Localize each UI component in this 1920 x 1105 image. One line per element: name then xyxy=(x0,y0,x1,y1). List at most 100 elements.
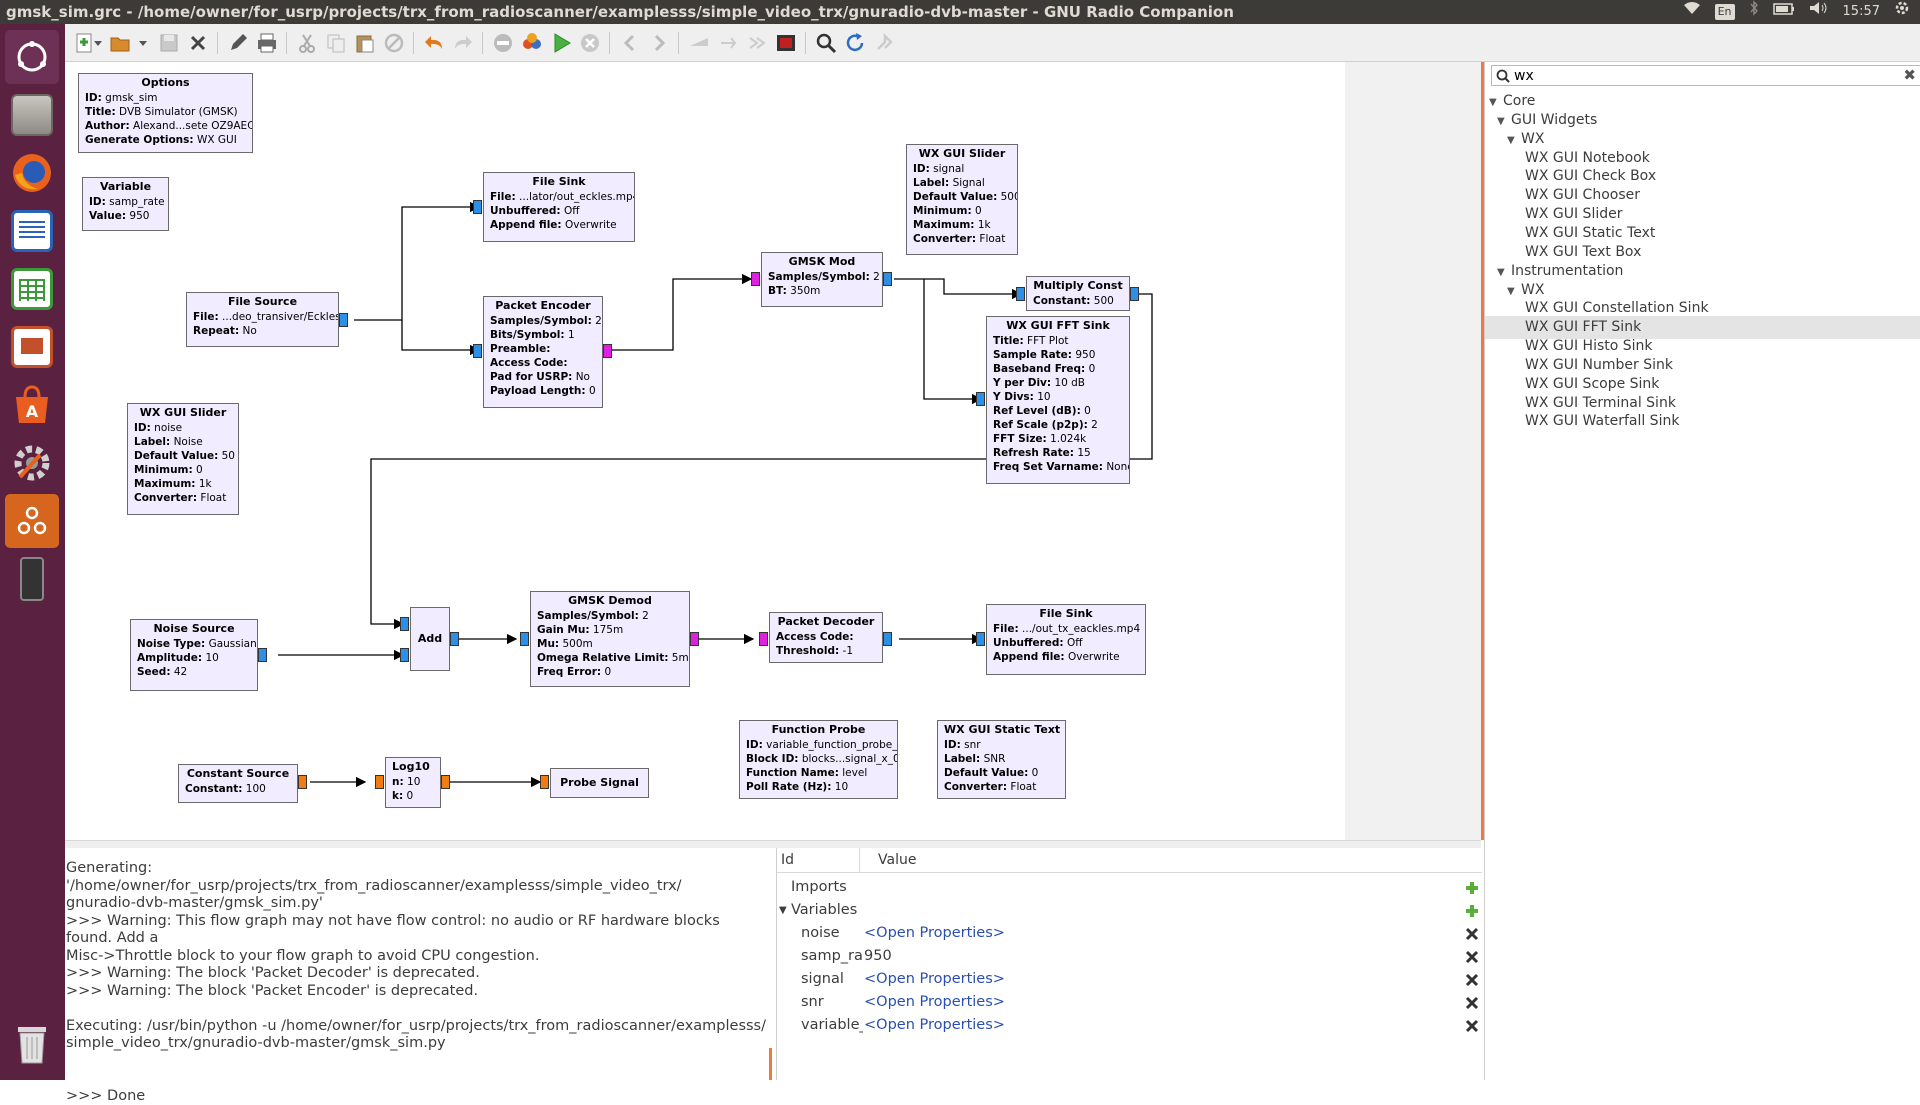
tree-leaf[interactable]: WX GUI Notebook xyxy=(1525,147,1650,170)
expander-icon[interactable]: ▼ xyxy=(1507,134,1515,146)
port-log10-out[interactable] xyxy=(441,775,450,789)
tree-category[interactable]: ▼WX xyxy=(1507,279,1544,302)
add-icon[interactable] xyxy=(1465,903,1479,917)
remove-icon[interactable] xyxy=(1465,972,1479,987)
block-constant-source[interactable]: Constant Source Constant: 100 xyxy=(178,764,298,803)
battery-icon[interactable] xyxy=(1772,0,1795,24)
port-probe-signal-in[interactable] xyxy=(540,775,549,789)
block-multiply-const[interactable]: Multiply Const Constant: 500 xyxy=(1026,276,1130,311)
ubuntu-one-icon[interactable] xyxy=(5,494,59,548)
wifi-icon[interactable] xyxy=(1683,0,1701,24)
block-file-source[interactable]: File Source File: ...deo_transiver/Eckle… xyxy=(186,292,339,347)
open-properties-link[interactable]: <Open Properties> xyxy=(864,994,1005,1010)
trash-icon[interactable] xyxy=(5,1016,59,1070)
rotate-left-icon[interactable] xyxy=(617,30,643,56)
kill-icon[interactable] xyxy=(577,30,603,56)
paste-icon[interactable] xyxy=(352,30,378,56)
open-properties-link[interactable]: <Open Properties> xyxy=(864,1017,1005,1033)
bluetooth-icon[interactable] xyxy=(1749,0,1759,25)
variable-row[interactable]: snr<Open Properties> xyxy=(777,991,1482,1014)
open-properties-link[interactable]: <Open Properties> xyxy=(864,925,1005,941)
block-options[interactable]: Options ID: gmsk_sim Title: DVB Simulato… xyxy=(78,73,253,153)
port-multiply-const-out[interactable] xyxy=(1130,287,1139,301)
remove-icon[interactable] xyxy=(1465,1018,1479,1033)
variable-row[interactable]: samp_rate950 xyxy=(777,945,1482,968)
block-packet-decoder[interactable]: Packet Decoder Access Code: Threshold: -… xyxy=(769,612,883,663)
files-icon[interactable] xyxy=(5,88,59,142)
tree-leaf[interactable]: WX GUI Constellation Sink xyxy=(1525,297,1709,320)
tree-leaf[interactable]: WX GUI FFT Sink xyxy=(1485,316,1920,340)
add-icon[interactable] xyxy=(1465,880,1479,894)
port-gmsk-demod-out[interactable] xyxy=(690,632,699,646)
bussify-icon[interactable] xyxy=(744,30,770,56)
port-packet-encoder-in[interactable] xyxy=(473,344,482,358)
variable-row[interactable]: variable_fu<Open Properties> xyxy=(777,1014,1482,1037)
port-file-sink-1-in[interactable] xyxy=(473,200,482,214)
port-add-in-0[interactable] xyxy=(400,617,409,631)
pane-splitter-vertical[interactable] xyxy=(1481,62,1484,840)
execute-icon[interactable] xyxy=(548,30,574,56)
close-icon[interactable] xyxy=(185,30,211,56)
writer-icon[interactable] xyxy=(5,204,59,258)
column-value-header[interactable]: Value xyxy=(878,852,917,868)
redo-icon[interactable] xyxy=(450,30,476,56)
port-file-source-out[interactable] xyxy=(339,313,348,327)
bypass-icon[interactable] xyxy=(871,30,897,56)
pane-splitter-horizontal[interactable] xyxy=(65,840,1481,848)
port-packet-decoder-out[interactable] xyxy=(883,632,892,646)
dash-icon[interactable] xyxy=(5,30,59,84)
port-gmsk-demod-in[interactable] xyxy=(520,632,529,646)
port-packet-decoder-in[interactable] xyxy=(759,632,768,646)
tree-leaf[interactable]: WX GUI Static Text xyxy=(1525,222,1655,245)
tree-leaf[interactable]: WX GUI Waterfall Sink xyxy=(1525,410,1679,433)
expander-icon[interactable]: ▼ xyxy=(1489,97,1497,108)
calc-icon[interactable] xyxy=(5,262,59,316)
port-log10-in[interactable] xyxy=(375,775,384,789)
tree-category[interactable]: ▼GUI Widgets xyxy=(1497,109,1597,132)
variable-row[interactable]: Imports xyxy=(777,876,1482,899)
port-packet-encoder-out[interactable] xyxy=(603,344,612,358)
port-add-in-1[interactable] xyxy=(400,648,409,662)
new-dropdown-icon[interactable] xyxy=(92,30,104,56)
volume-icon[interactable] xyxy=(1809,0,1829,24)
console-splitter[interactable] xyxy=(769,1048,772,1080)
save-icon[interactable] xyxy=(156,30,182,56)
block-wx-gui-slider-noise[interactable]: WX GUI Slider ID: noise Label: Noise Def… xyxy=(127,403,239,515)
tree-leaf[interactable]: WX GUI Check Box xyxy=(1525,165,1656,188)
firefox-icon[interactable] xyxy=(5,146,59,200)
block-function-probe[interactable]: Function Probe ID: variable_function_pro… xyxy=(739,720,898,799)
print-icon[interactable] xyxy=(254,30,280,56)
expander-icon[interactable]: ▼ xyxy=(779,905,787,916)
block-probe-signal[interactable]: Probe Signal xyxy=(550,768,649,798)
create-hier-icon[interactable] xyxy=(686,30,712,56)
block-wx-gui-slider-signal[interactable]: WX GUI Slider ID: signal Label: Signal D… xyxy=(906,144,1018,255)
block-noise-source[interactable]: Noise Source Noise Type: Gaussian Amplit… xyxy=(130,619,258,691)
port-fft-sink-in[interactable] xyxy=(976,392,985,406)
variable-row[interactable]: ▼Variables xyxy=(777,899,1482,922)
tree-leaf[interactable]: WX GUI Histo Sink xyxy=(1525,335,1653,358)
properties-icon[interactable] xyxy=(225,30,251,56)
variable-row[interactable]: signal<Open Properties> xyxy=(777,968,1482,991)
block-wx-gui-fft-sink[interactable]: WX GUI FFT Sink Title: FFT Plot Sample R… xyxy=(986,316,1130,484)
copy-icon[interactable] xyxy=(323,30,349,56)
remove-icon[interactable] xyxy=(1465,926,1479,941)
disable-icon[interactable] xyxy=(490,30,516,56)
block-gmsk-mod[interactable]: GMSK Mod Samples/Symbol: 2 BT: 350m xyxy=(761,252,883,307)
block-search-field[interactable]: ✖ xyxy=(1491,65,1920,86)
search-input[interactable] xyxy=(1514,67,1894,84)
remove-icon[interactable] xyxy=(1465,949,1479,964)
keyboard-layout-indicator[interactable]: En xyxy=(1714,4,1735,20)
block-variable[interactable]: Variable ID: samp_rate Value: 950 xyxy=(82,177,169,231)
errors-icon[interactable] xyxy=(773,30,799,56)
port-constant-source-out[interactable] xyxy=(298,775,307,789)
open-hier-icon[interactable] xyxy=(715,30,741,56)
flowgraph-canvas[interactable] xyxy=(65,62,1345,840)
impress-icon[interactable] xyxy=(5,320,59,374)
new-icon[interactable] xyxy=(71,30,97,56)
rotate-right-icon[interactable] xyxy=(646,30,672,56)
block-file-sink-2[interactable]: File Sink File: .../out_tx_eackles.mp4 U… xyxy=(986,604,1146,675)
variable-row[interactable]: noise<Open Properties> xyxy=(777,922,1482,945)
block-packet-encoder[interactable]: Packet Encoder Samples/Symbol: 2 Bits/Sy… xyxy=(483,296,603,408)
clear-search-icon[interactable]: ✖ xyxy=(1903,66,1916,84)
tree-category[interactable]: ▼Core xyxy=(1489,90,1535,113)
